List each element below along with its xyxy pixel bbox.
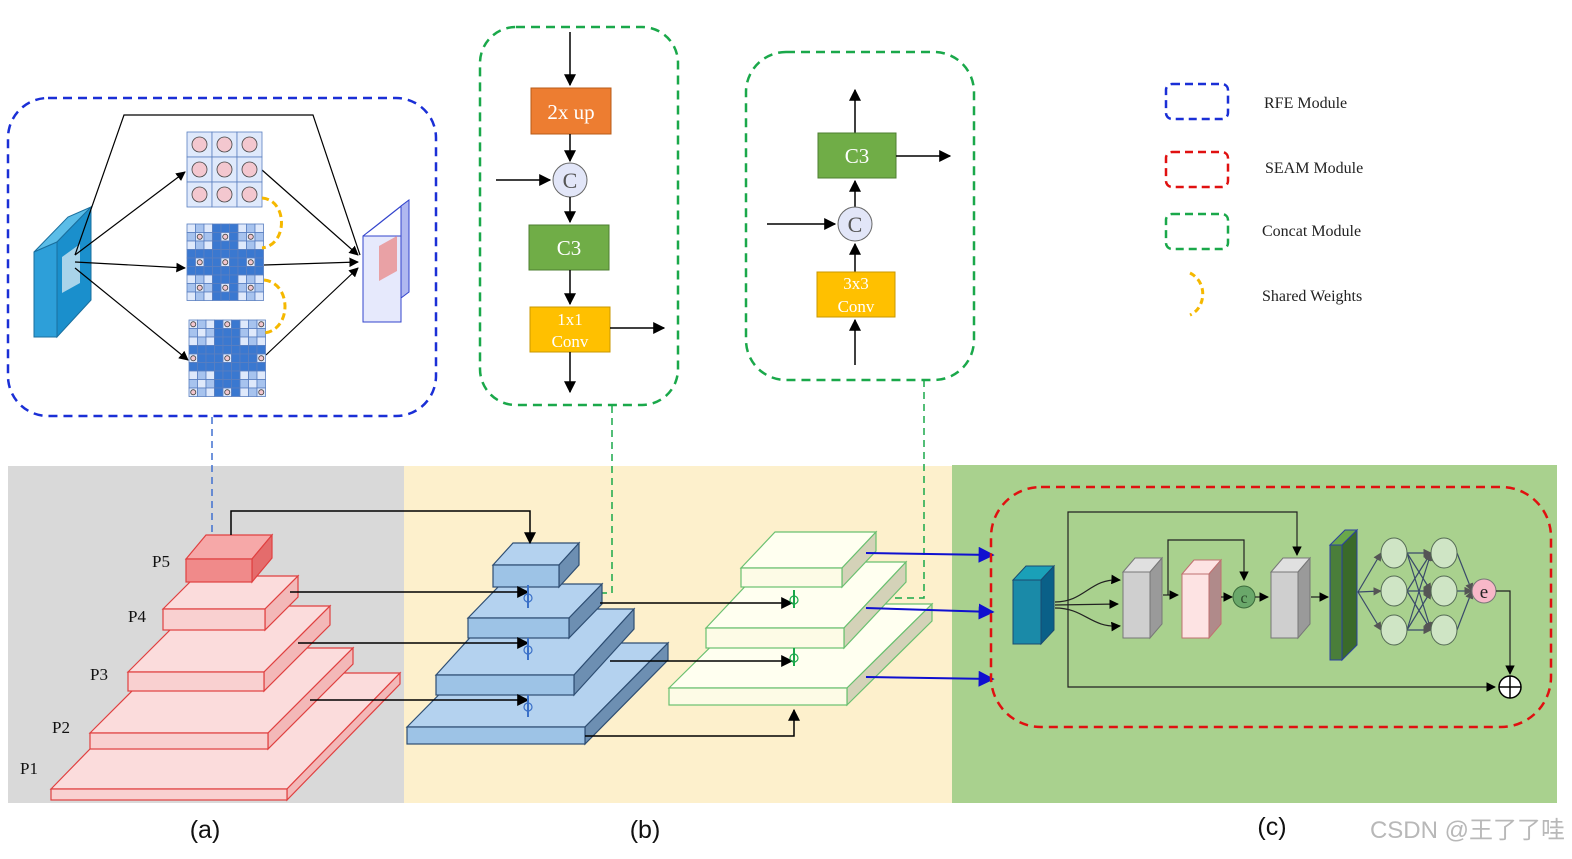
legend: RFE Module SEAM Module Concat Module Sha… — [1164, 82, 1363, 317]
shared-weights-arc-2 — [263, 278, 287, 335]
legend-rfe-swatch — [1164, 82, 1230, 121]
seam-pooling-block — [1328, 528, 1359, 662]
fc-neuron — [1430, 575, 1458, 607]
legend-shared-swatch — [1189, 271, 1205, 317]
concat-left-connector — [535, 406, 613, 594]
feature-pyramid — [49, 533, 402, 802]
fc-neuron — [1380, 575, 1408, 607]
pyramid-label-p2: P2 — [52, 718, 70, 737]
c3-label-right: C3 — [845, 144, 870, 168]
seam-fc-layers — [1357, 537, 1474, 646]
rfe-input-feature-map — [33, 205, 92, 339]
legend-seam-swatch — [1164, 150, 1230, 189]
concat-module-right: C3 C 3x3 Conv — [744, 50, 976, 382]
conv3x3-label-2: Conv — [838, 297, 875, 316]
seam-concat-label: c — [1240, 590, 1247, 607]
fpn-block-4 — [491, 541, 581, 589]
fc-neuron — [1380, 537, 1408, 569]
rfe-output-feature-map — [362, 199, 410, 323]
seam-fusion-block — [1269, 556, 1312, 640]
seam-input-block — [1011, 564, 1056, 646]
pyramid-label-p1: P1 — [20, 759, 38, 778]
caption-c: (c) — [1257, 813, 1286, 841]
legend-concat-swatch — [1164, 212, 1230, 251]
watermark: CSDN @王了了哇 — [1370, 817, 1565, 844]
pan-to-seam-arrow-3 — [865, 670, 995, 687]
pyramid-label-p4: P4 — [128, 607, 146, 626]
pyramid-p5 — [184, 533, 274, 584]
fpn-to-pan-arrow-3 — [585, 708, 800, 737]
upsample-block — [530, 87, 612, 135]
fc-neuron — [1380, 614, 1408, 646]
caption-a: (a) — [190, 816, 221, 844]
concat-node-left-label: C — [563, 168, 578, 193]
concat-node-right-label: C — [848, 212, 863, 237]
pyramid-label-p3: P3 — [90, 665, 108, 684]
conv1x1-label-1: 1x1 — [557, 310, 583, 329]
conv3x3-block — [816, 271, 896, 318]
pan-add-markers — [789, 590, 799, 666]
c3-block-left — [528, 224, 610, 271]
pan-to-seam-arrow-1 — [865, 546, 995, 563]
c3-label-left: C3 — [557, 236, 582, 260]
rfe-module — [6, 96, 438, 418]
conv1x1-label-2: Conv — [552, 332, 589, 351]
c3-block-right — [817, 132, 897, 179]
fc-neuron — [1430, 614, 1458, 646]
pyramid-p4 — [161, 574, 300, 632]
legend-rfe-label: RFE Module — [1264, 95, 1347, 112]
caption-b: (b) — [630, 816, 661, 844]
concat-node-right — [837, 206, 873, 242]
pan-block-3 — [739, 530, 878, 589]
fpn-add-markers — [523, 585, 533, 717]
seam-multiply-node — [1498, 675, 1522, 699]
fpn-blocks — [405, 541, 670, 746]
fc-neuron — [1430, 537, 1458, 569]
legend-concat-label: Concat Module — [1262, 223, 1361, 240]
dilation-1-grid — [186, 131, 263, 208]
seam-module: c e — [989, 485, 1553, 729]
shared-weights-arc-1 — [261, 196, 283, 250]
dilation-3-grid — [188, 319, 266, 397]
concat-module-left: 2x up C C3 1x1 Conv — [478, 25, 680, 407]
dilation-2-grid — [186, 223, 264, 301]
conv3x3-label-1: 3x3 — [843, 274, 869, 293]
legend-seam-label: SEAM Module — [1265, 160, 1363, 177]
seam-depthwise-block — [1121, 556, 1164, 640]
pyramid-label-p5: P5 — [152, 552, 170, 571]
seam-exp-label: e — [1480, 582, 1488, 603]
pan-to-seam-arrow-2 — [865, 603, 995, 620]
p5-skip-arrow — [230, 510, 536, 545]
legend-shared-label: Shared Weights — [1262, 288, 1362, 305]
fpn-block-3 — [466, 582, 604, 640]
pan-blocks — [667, 530, 934, 707]
seam-pointwise-block — [1180, 558, 1223, 640]
upsample-label: 2x up — [547, 100, 594, 124]
